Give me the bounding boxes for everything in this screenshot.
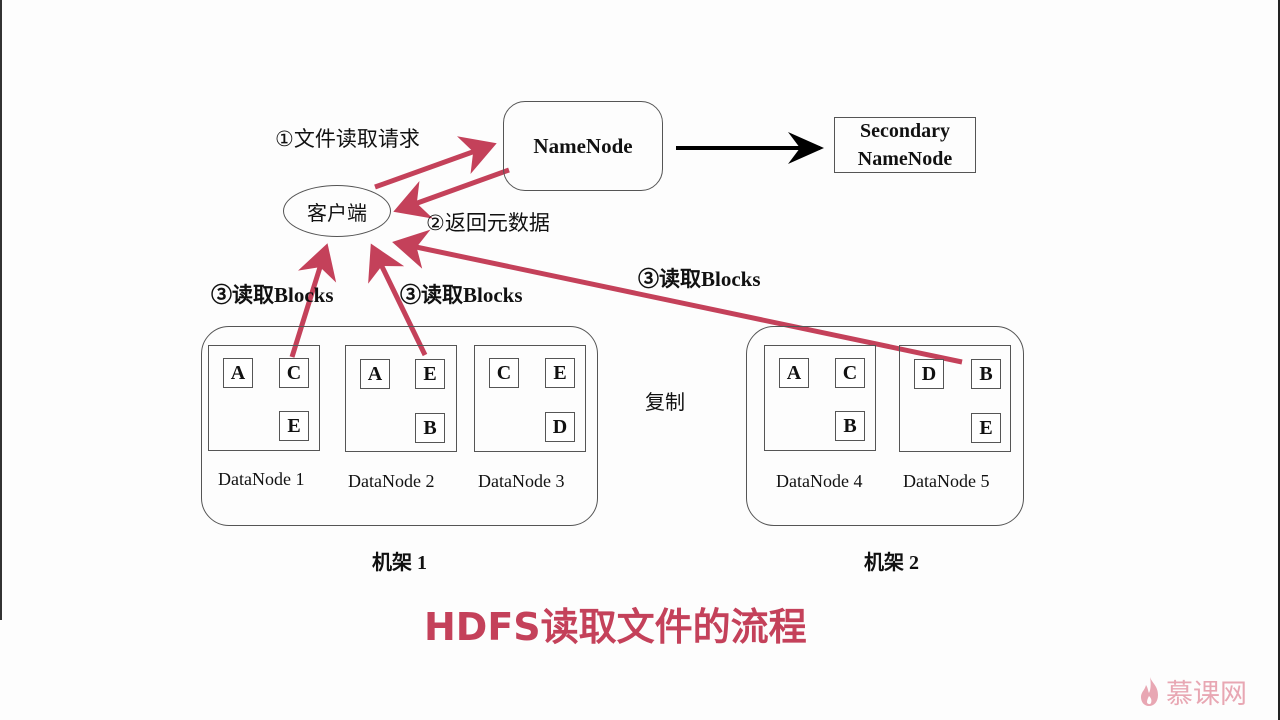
datanode-2: A E B	[345, 345, 457, 452]
datanode-4: A C B	[764, 345, 876, 451]
arrow-read-dn2	[368, 243, 428, 357]
block: E	[415, 359, 445, 389]
datanode-1-label: DataNode 1	[218, 469, 305, 489]
read-blocks-text: ③读取Blocks	[400, 283, 523, 307]
block: B	[415, 413, 445, 443]
block: D	[545, 412, 575, 442]
diagram-title: HDFS读取文件的流程	[424, 605, 807, 649]
arrow-request	[374, 136, 497, 190]
arrow-read-dn1	[289, 243, 337, 358]
datanode-2-label: DataNode 2	[348, 471, 435, 491]
block: A	[360, 359, 390, 389]
secondary-namenode-line1: Secondary	[860, 120, 950, 142]
arrow-read-dn5	[392, 229, 963, 365]
arrow-metadata	[393, 167, 510, 219]
read-blocks-text: ③读取Blocks	[211, 283, 334, 307]
block: C	[279, 358, 309, 388]
namenode-box: NameNode	[503, 101, 663, 191]
rack-2	[746, 326, 1024, 526]
step-read-blocks-label-3: ③读取Blocks	[638, 263, 761, 293]
datanode-1: A C E	[208, 345, 320, 451]
block: C	[489, 358, 519, 388]
right-frame-edge	[1278, 0, 1280, 720]
replication-label: 复制	[645, 390, 685, 414]
block: D	[914, 359, 944, 389]
datanode-3: C E D	[474, 345, 586, 452]
datanode-3-label: DataNode 3	[478, 471, 565, 491]
left-frame-edge	[0, 0, 2, 620]
datanode-4-label: DataNode 4	[776, 471, 863, 491]
block: A	[779, 358, 809, 388]
datanode-5: D B E	[899, 345, 1011, 452]
read-blocks-text: ③读取Blocks	[638, 267, 761, 291]
secondary-namenode-line2: NameNode	[857, 148, 953, 170]
step-read-blocks-label-2: ③读取Blocks	[400, 279, 523, 309]
block: E	[545, 358, 575, 388]
rack-1-label: 机架 1	[372, 546, 427, 575]
datanode-5-label: DataNode 5	[903, 471, 990, 491]
step-metadata-label: ②返回元数据	[426, 211, 550, 235]
rack-2-label: 机架 2	[864, 546, 919, 575]
block: B	[835, 411, 865, 441]
block: A	[223, 358, 253, 388]
block: C	[835, 358, 865, 388]
logo-text: 慕课网	[1166, 679, 1247, 710]
rack-1	[201, 326, 598, 526]
logo: 慕课网	[1138, 672, 1247, 711]
step-request-label: ①文件读取请求	[275, 127, 420, 151]
client-ellipse: 客户端	[283, 185, 391, 237]
flame-icon	[1141, 676, 1158, 706]
rack-1-label-text: 机架 1	[372, 552, 427, 574]
block: E	[971, 413, 1001, 443]
block: E	[279, 411, 309, 441]
rack-2-label-text: 机架 2	[864, 552, 919, 574]
block: B	[971, 359, 1001, 389]
client-label: 客户端	[307, 200, 367, 225]
step-read-blocks-label-1: ③读取Blocks	[211, 279, 334, 309]
secondary-namenode-box: Secondary NameNode	[834, 117, 976, 173]
namenode-label: NameNode	[533, 133, 633, 158]
